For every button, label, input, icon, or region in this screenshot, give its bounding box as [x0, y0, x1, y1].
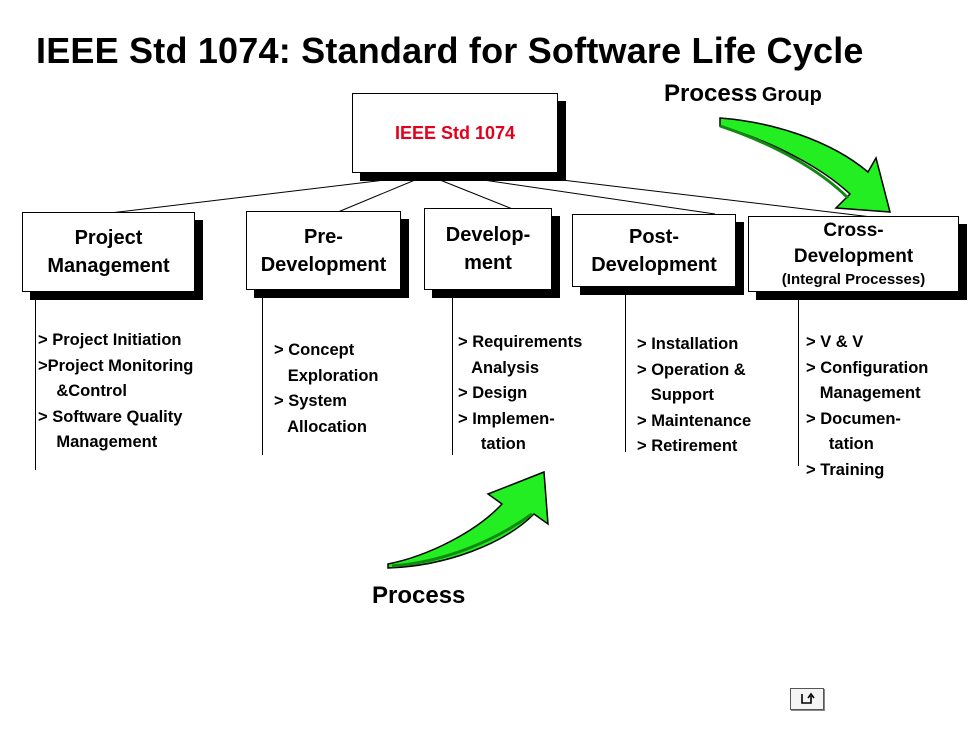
- group-items-project-management: > Project Initiation >Project Monitoring…: [38, 331, 194, 451]
- group-label-line: Cross-: [823, 220, 884, 241]
- process-group-label-big: Process: [664, 80, 758, 107]
- group-items-pre-development: > Concept Exploration > System Allocatio…: [274, 341, 379, 436]
- group-items-development: > Requirements Analysis > Design > Imple…: [458, 333, 583, 453]
- group-label-line: (Integral Processes): [781, 271, 926, 288]
- group-box-pre-development[interactable]: Pre- Development: [246, 211, 401, 290]
- group-label-line: Development: [260, 253, 387, 276]
- root-box[interactable]: IEEE Std 1074: [352, 93, 558, 173]
- group-label-line: Pre-: [304, 225, 343, 248]
- curved-arrow-icon: [719, 117, 891, 213]
- group-items-cross-development: > V & V > Configuration Management > Doc…: [806, 333, 929, 479]
- group-label-line: Post-: [629, 225, 679, 248]
- group-label-line: Development: [793, 246, 914, 267]
- group-label-line: Management: [47, 255, 170, 277]
- process-label: Process: [372, 582, 466, 609]
- return-arrow-icon: [801, 692, 815, 704]
- process-group-label-small: Group: [761, 84, 822, 106]
- vertical-line: [625, 290, 626, 452]
- return-button[interactable]: [790, 688, 824, 710]
- group-label-line: Development: [591, 253, 717, 276]
- curved-arrow-icon: [387, 470, 549, 569]
- vertical-line: [35, 298, 36, 470]
- group-label-line: Project: [74, 227, 143, 249]
- group-box-cross-development[interactable]: Cross- Development (Integral Processes): [748, 216, 959, 292]
- group-label-line: Develop-: [445, 224, 531, 246]
- vertical-line: [798, 296, 799, 466]
- group-box-post-development[interactable]: Post- Development: [572, 214, 736, 287]
- page-title: IEEE Std 1074: Standard for Software Lif…: [36, 30, 864, 71]
- root-label: IEEE Std 1074: [394, 123, 516, 143]
- vertical-line: [262, 295, 263, 455]
- group-items-post-development: > Installation > Operation & Support > M…: [637, 335, 752, 455]
- process-group-label: Process Group: [664, 80, 822, 108]
- group-box-development[interactable]: Develop- ment: [424, 208, 552, 290]
- group-label-line: ment: [464, 252, 512, 274]
- group-box-project-management[interactable]: Project Management: [22, 212, 195, 292]
- vertical-line: [452, 295, 453, 455]
